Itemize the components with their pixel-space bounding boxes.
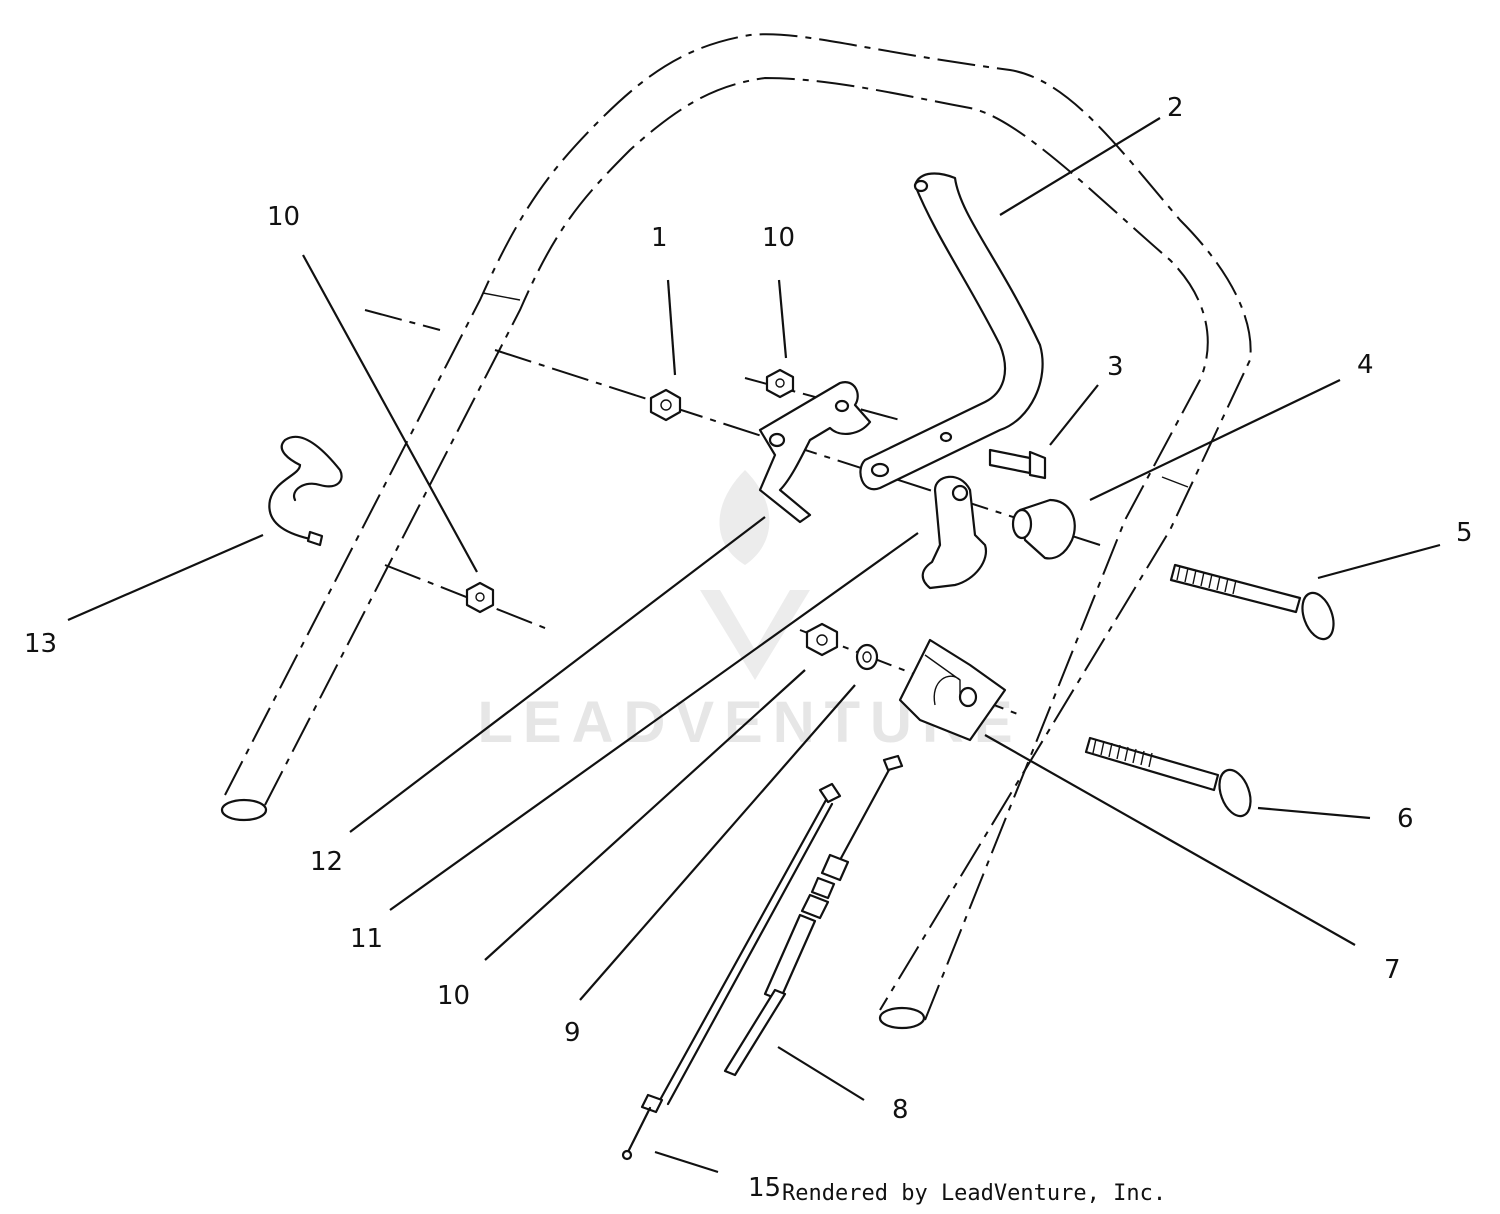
callout-13: 13 xyxy=(24,629,57,659)
part-4-spacer xyxy=(1011,498,1076,560)
callout-5: 5 xyxy=(1456,518,1473,548)
part-15-cable xyxy=(621,782,842,1161)
part-9-washer xyxy=(855,643,879,671)
callout-2: 2 xyxy=(1167,93,1184,123)
part-11-cam xyxy=(921,475,988,590)
upper-handle xyxy=(220,33,1252,1030)
callout-11: 11 xyxy=(350,924,383,954)
callout-8: 8 xyxy=(892,1095,909,1125)
part-10-nut-top xyxy=(765,368,795,399)
part-13-wire-clip xyxy=(268,435,343,547)
callout-12: 12 xyxy=(310,847,343,877)
callout-4: 4 xyxy=(1357,350,1374,380)
part-5-carriage-bolt xyxy=(1169,563,1335,641)
callout-9: 9 xyxy=(564,1018,581,1048)
callout-10-bottom: 10 xyxy=(437,981,470,1011)
callout-3: 3 xyxy=(1107,352,1124,382)
callout-7: 7 xyxy=(1384,955,1401,985)
handle-tube-end-right xyxy=(878,1006,926,1030)
callout-10-top: 10 xyxy=(762,223,795,253)
callout-15: 15 xyxy=(748,1173,781,1203)
part-10-nut-left xyxy=(465,581,495,614)
callout-1: 1 xyxy=(651,223,668,253)
part-12-bracket xyxy=(758,381,872,524)
callout-labels: 2 10 1 10 3 4 5 13 6 12 11 7 10 9 8 15 xyxy=(24,93,1473,1203)
part-8-cable xyxy=(723,754,904,1077)
part-7-clamp xyxy=(898,638,1007,742)
part-1-nut xyxy=(649,388,682,422)
part-2-lever xyxy=(859,172,1044,491)
render-credit: Rendered by LeadVenture, Inc. xyxy=(782,1181,1166,1206)
callout-6: 6 xyxy=(1397,804,1414,834)
part-3-bolt xyxy=(988,448,1047,480)
leader-lines xyxy=(67,117,1441,1174)
part-6-carriage-bolt xyxy=(1084,736,1252,818)
callout-10-left: 10 xyxy=(267,202,300,232)
part-10-nut-lower xyxy=(805,622,839,657)
handle-tube-end-left xyxy=(220,798,268,822)
